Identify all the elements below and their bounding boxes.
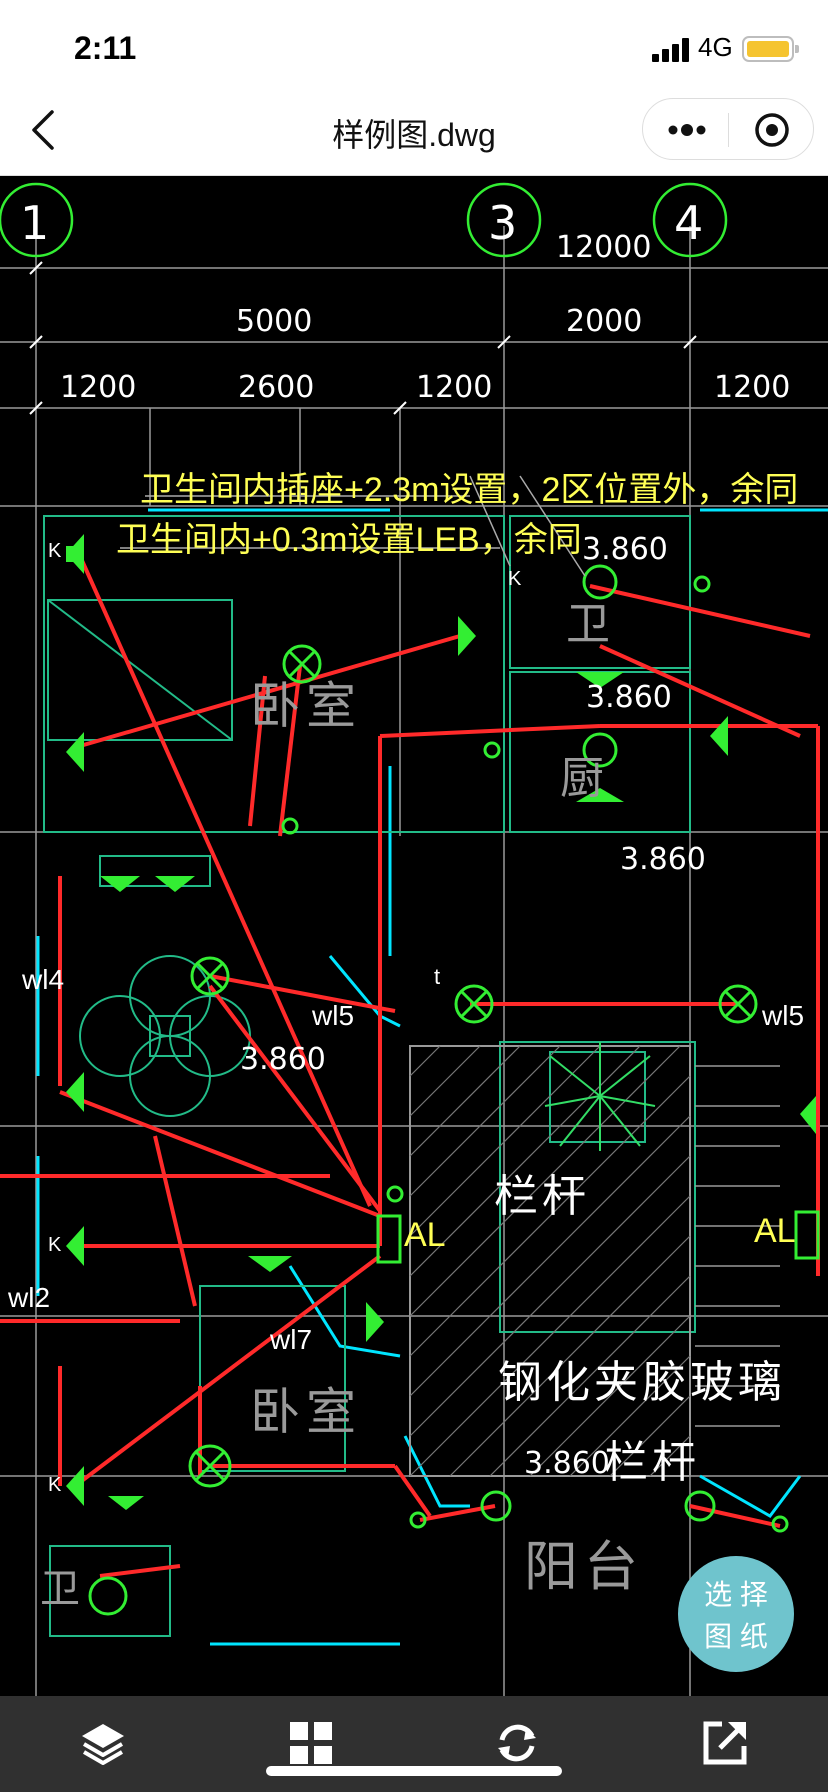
dim-5000: 5000 xyxy=(236,304,313,339)
circuit-wl5-left: wl5 xyxy=(312,1000,355,1031)
elevation-bath: 3.860 xyxy=(582,532,668,567)
axis-label-4: 4 xyxy=(674,196,704,250)
network-type: 4G xyxy=(698,32,733,62)
design-note-1: 卫生间内插座+2.3m设置，2区位置外，余同 xyxy=(140,471,799,509)
share-external-icon[interactable] xyxy=(700,1718,750,1768)
label-railing-2: 栏杆 xyxy=(604,1438,700,1487)
bottom-toolbar xyxy=(0,1696,828,1792)
refresh-icon[interactable] xyxy=(492,1718,542,1768)
status-bar: 2:11 4G xyxy=(0,0,828,84)
select-drawing-button[interactable]: 选 择 图 纸 xyxy=(678,1556,794,1672)
circuit-wl5-right: wl5 xyxy=(762,1000,805,1031)
elevation-kitchen: 3.860 xyxy=(586,680,672,715)
circuit-wl4: wl4 xyxy=(22,964,65,995)
room-kitchen: 厨 xyxy=(560,754,610,803)
select-drawing-line2: 图 纸 xyxy=(704,1621,768,1652)
dim-2600: 2600 xyxy=(238,370,315,405)
label-tempered-glass: 钢化夹胶玻璃 xyxy=(498,1358,786,1407)
design-note-2: 卫生间内+0.3m设置LEB，余同 xyxy=(116,521,582,559)
select-drawing-line1: 选 择 xyxy=(704,1579,768,1610)
switch-mark-1: K xyxy=(48,540,62,562)
switch-mark-2: K xyxy=(48,1234,62,1256)
page-title: 样例图.dwg xyxy=(332,117,496,153)
room-bedroom-1: 卧室 xyxy=(250,678,362,734)
axis-label-1: 1 xyxy=(20,196,50,250)
nav-bar: 样例图.dwg xyxy=(0,84,828,176)
circuit-wl7: wl7 xyxy=(270,1324,313,1355)
room-toilet: 卫 xyxy=(40,1567,86,1611)
label-railing-1: 栏杆 xyxy=(494,1172,590,1221)
dim-1200-b: 1200 xyxy=(416,370,493,405)
dwg-viewer-canvas[interactable]: 1 3 4 12000 5000 2000 1200 2600 1200 120… xyxy=(0,176,828,1696)
battery-icon xyxy=(742,36,799,62)
signal-icon xyxy=(652,38,689,62)
elevation-living: 3.860 xyxy=(240,1042,326,1077)
cad-drawing xyxy=(0,182,828,1696)
dim-overall: 12000 xyxy=(556,230,652,265)
layers-icon[interactable] xyxy=(78,1718,128,1768)
switch-mark-3: K xyxy=(48,1474,62,1496)
label-panel-al-right: AL xyxy=(754,1212,796,1250)
circuit-wl2: wl2 xyxy=(8,1282,51,1313)
elevation-balcony: 3.860 xyxy=(524,1446,610,1481)
room-bedroom-2: 卧室 xyxy=(250,1384,362,1440)
layout-icon[interactable] xyxy=(286,1718,336,1768)
thermostat-mark: t xyxy=(434,964,441,989)
home-indicator xyxy=(266,1766,562,1776)
axis-label-3: 3 xyxy=(488,196,518,250)
dim-2000: 2000 xyxy=(566,304,643,339)
elevation-corridor: 3.860 xyxy=(620,842,706,877)
back-icon[interactable] xyxy=(24,106,64,154)
status-time: 2:11 xyxy=(74,30,137,66)
label-panel-al-left: AL xyxy=(404,1216,446,1254)
switch-mark-4: K xyxy=(508,568,522,590)
room-balcony: 阳台 xyxy=(524,1537,644,1597)
dim-1200-a: 1200 xyxy=(60,370,137,405)
more-icon[interactable] xyxy=(665,119,709,141)
close-mini-program-icon[interactable] xyxy=(753,111,791,149)
dim-1200-c: 1200 xyxy=(714,370,791,405)
mini-program-capsule xyxy=(642,98,814,160)
room-bath: 卫 xyxy=(566,600,616,649)
